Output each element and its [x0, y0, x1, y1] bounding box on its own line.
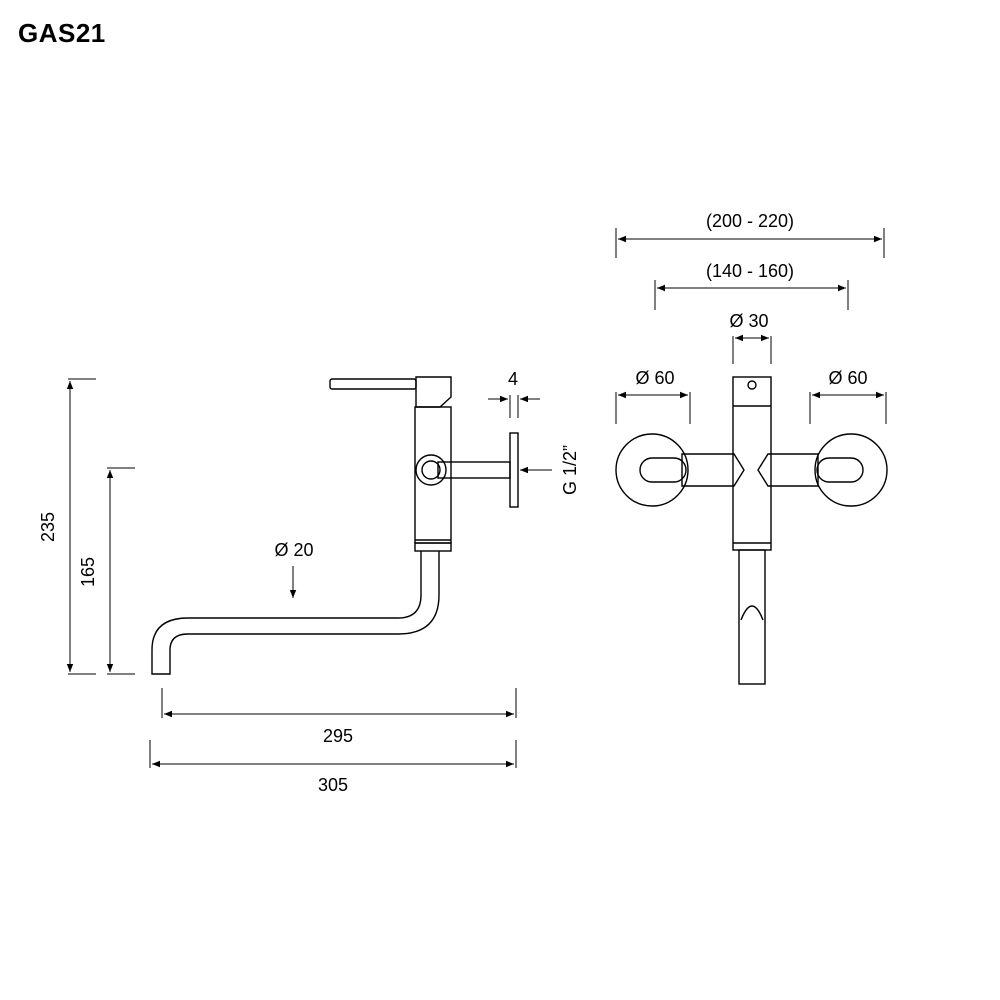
right-flange	[814, 433, 888, 507]
thread-label: G 1/2”	[560, 445, 580, 495]
product-code-title: GAS21	[18, 18, 106, 48]
plate-thickness-label: 4	[508, 369, 518, 389]
left-flange-diameter-label: Ø 60	[635, 368, 674, 388]
side-view	[151, 376, 519, 675]
side-dimensions	[66, 378, 552, 768]
spout-tube	[151, 551, 440, 675]
right-flange-diameter-label: Ø 60	[828, 368, 867, 388]
width-inner-label: (140 - 160)	[706, 261, 794, 281]
front-view	[615, 376, 888, 685]
front-dimensions	[615, 228, 887, 424]
width-outer-label: (200 - 220)	[706, 211, 794, 231]
height-total-label: 235	[38, 512, 58, 542]
front-spout	[738, 549, 766, 685]
front-body	[732, 376, 772, 551]
mixer-body	[414, 406, 452, 552]
left-flange	[615, 433, 689, 507]
lever-handle	[329, 376, 452, 408]
left-connector	[681, 453, 745, 487]
height-spout-label: 165	[78, 557, 98, 587]
reach-outer-label: 305	[318, 775, 348, 795]
reach-inner-label: 295	[323, 726, 353, 746]
body-diameter-label: Ø 30	[729, 311, 768, 331]
right-connector	[757, 453, 819, 487]
side-connector	[415, 432, 519, 508]
spout-diameter-label: Ø 20	[274, 540, 313, 560]
